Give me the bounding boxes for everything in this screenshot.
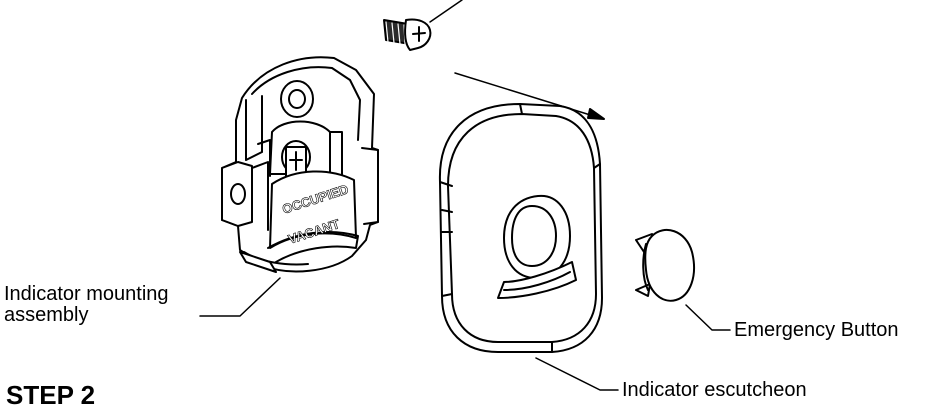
indicator-escutcheon-label: Indicator escutcheon bbox=[622, 379, 807, 401]
step-heading: STEP 2 bbox=[6, 380, 96, 410]
screw-icon bbox=[383, 0, 463, 51]
indicator-escutcheon bbox=[438, 103, 603, 353]
indicator-mounting-label: Indicator mounting assembly bbox=[4, 284, 169, 326]
indicator-mounting-assembly bbox=[221, 56, 379, 273]
leader-line-mounting bbox=[199, 277, 281, 317]
indicator-mounting-label-line1: Indicator mounting bbox=[4, 283, 169, 305]
emergency-button-label: Emergency Button bbox=[734, 319, 899, 341]
leader-line-escutcheon bbox=[535, 357, 619, 391]
indicator-mounting-label-line2: assembly bbox=[4, 304, 89, 326]
leader-line-emergency bbox=[685, 304, 731, 331]
emergency-button-part bbox=[635, 228, 695, 302]
